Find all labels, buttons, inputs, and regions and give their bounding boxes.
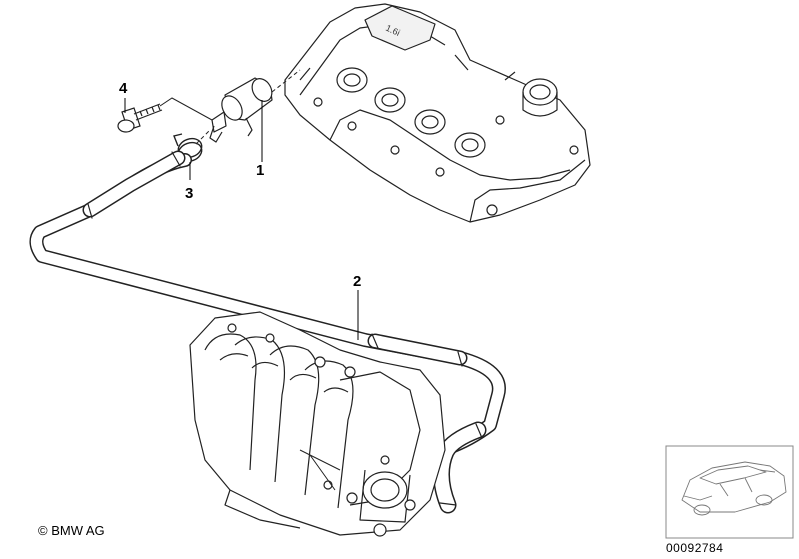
screw bbox=[117, 103, 163, 133]
cylinder-head-cover: 1.6i bbox=[284, 3, 591, 223]
callout-leaders bbox=[124, 98, 359, 340]
connection-dashed-line bbox=[271, 69, 301, 93]
pressure-control-valve bbox=[209, 77, 273, 143]
figure-number: 00092784 bbox=[666, 541, 724, 555]
vehicle-thumbnail bbox=[665, 445, 794, 539]
copyright-text: © BMW AG bbox=[38, 523, 105, 538]
vent-hose bbox=[29, 150, 506, 514]
screw-dashed-line bbox=[159, 97, 213, 121]
clamp-dashed-line bbox=[195, 129, 211, 145]
callout-1: 1 bbox=[256, 162, 264, 179]
callout-3: 3 bbox=[185, 185, 193, 202]
callout-2: 2 bbox=[353, 273, 361, 290]
intake-manifold bbox=[189, 311, 446, 537]
callout-4: 4 bbox=[119, 80, 128, 97]
